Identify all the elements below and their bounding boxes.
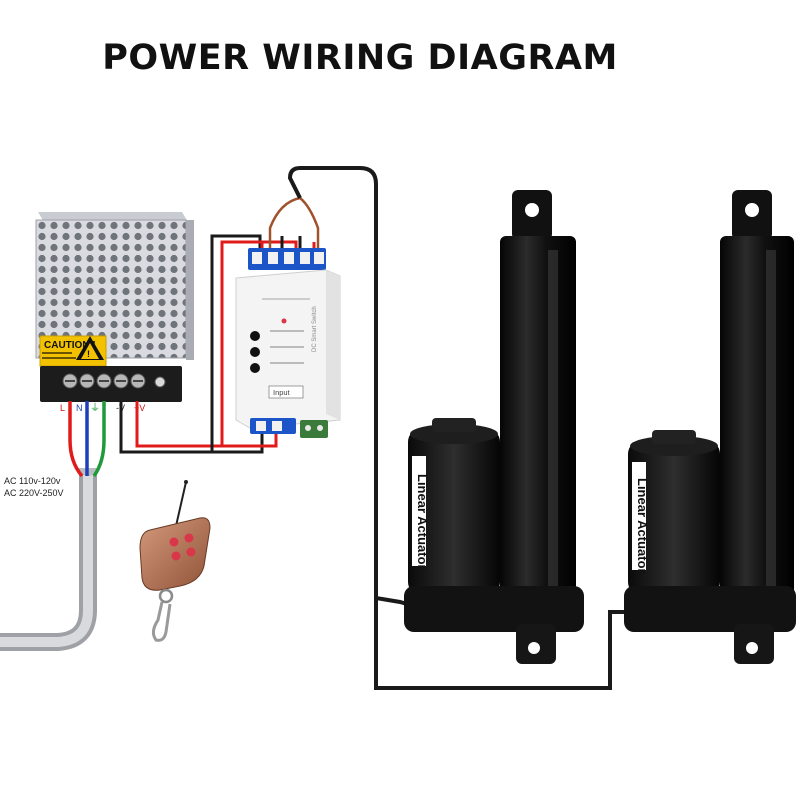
terminal-screws xyxy=(62,373,166,389)
wire-live-red xyxy=(68,401,84,478)
terminal-label-earth: ⏚ xyxy=(90,402,100,414)
fob-button-4 xyxy=(186,547,196,557)
controller-brand-label: DC Smart Switch xyxy=(312,306,318,352)
controller-input-label: Input xyxy=(273,388,291,397)
linear-actuator-2: Linear Actuator xyxy=(624,190,796,664)
wire-brown-1 xyxy=(268,196,301,250)
fob-button-3 xyxy=(171,551,181,561)
ac-voltage-label-2: AC 220V-250V xyxy=(4,488,64,498)
actuator-1-mount-hole xyxy=(525,203,539,217)
wire-earth-green xyxy=(92,401,106,478)
terminal-label-plus-v: +V xyxy=(134,403,145,413)
remote-key-fob xyxy=(139,480,211,642)
actuator-2-mount-hole xyxy=(745,203,759,217)
caution-sticker: CAUTION ! ! xyxy=(39,335,107,367)
dc-power-wires xyxy=(119,234,316,454)
ac-input-cable xyxy=(0,401,106,651)
terminal-label-n: N xyxy=(76,403,83,413)
actuator-1-rear-hole xyxy=(528,642,540,654)
actuator-2-label: Linear Actuator xyxy=(635,478,650,574)
controller-module: DC Smart Switch Input xyxy=(235,248,341,438)
caution-label: CAUTION ! xyxy=(44,340,96,351)
svg-text:!: ! xyxy=(87,349,90,359)
diagram-title: POWER WIRING DIAGRAM xyxy=(102,38,618,78)
fob-keyring xyxy=(158,588,174,604)
actuator-1-label: Linear Actuator xyxy=(415,474,430,570)
actuator-cable xyxy=(287,166,632,690)
power-supply: CAUTION ! ! xyxy=(35,212,194,414)
ac-voltage-label-1: AC 110v-120v xyxy=(4,476,61,486)
terminal-label-l: L xyxy=(60,403,65,413)
terminal-block xyxy=(40,366,182,402)
wire-brown-2 xyxy=(299,197,320,250)
fob-button-2 xyxy=(184,533,194,543)
fob-antenna xyxy=(175,481,187,527)
linear-actuator-1: Linear Actuator xyxy=(404,190,584,664)
actuator-2-rear-hole xyxy=(746,642,758,654)
fob-button-1 xyxy=(169,537,179,547)
